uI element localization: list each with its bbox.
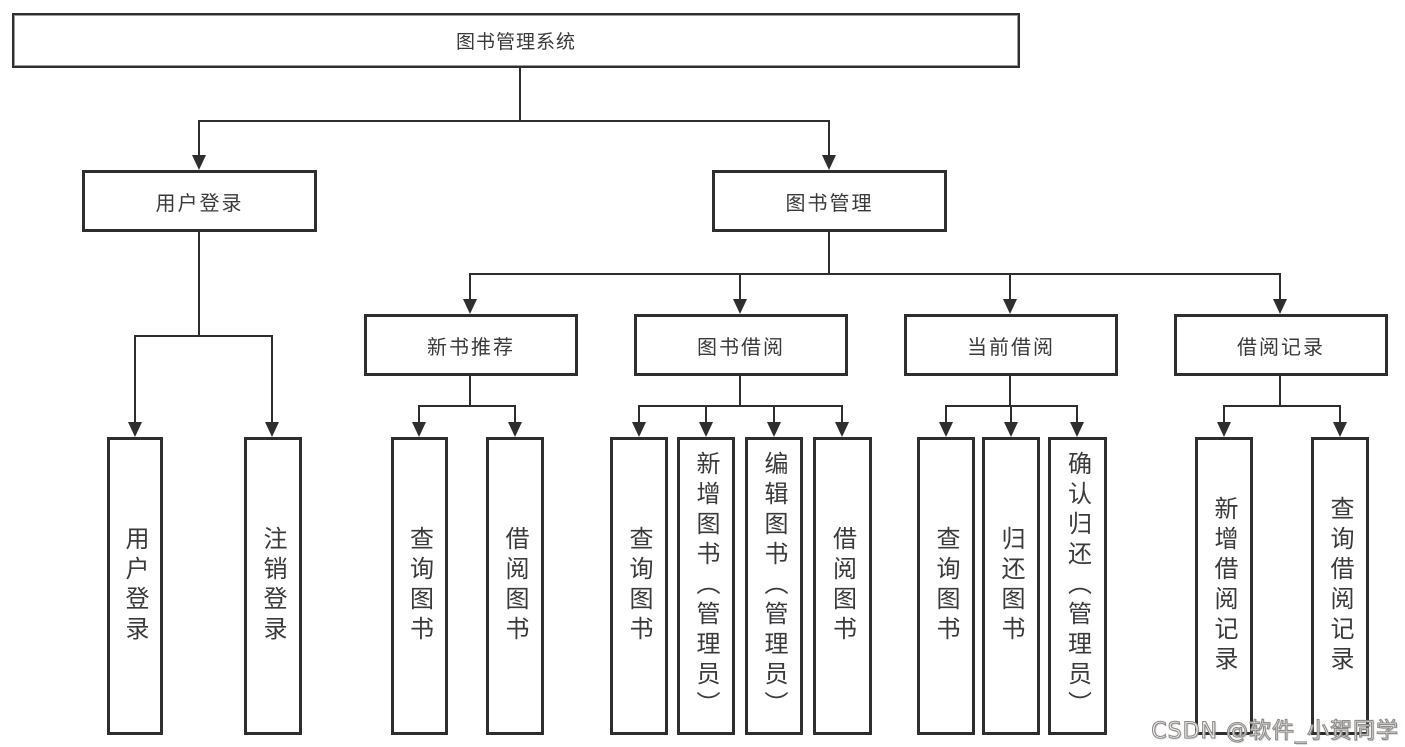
connector-vline bbox=[1279, 376, 1281, 405]
connector-vline bbox=[1279, 273, 1281, 300]
node-leaf-cb-query-books: 查询图书 bbox=[917, 437, 975, 735]
node-leaf-bw-query-books: 查询图书 bbox=[610, 437, 668, 735]
arrow-down bbox=[265, 422, 279, 437]
node-leaf-bw-edit-books-admin: 编辑图书（管理员） bbox=[745, 437, 803, 735]
connector-vline bbox=[945, 405, 947, 423]
arrow-down bbox=[1003, 299, 1017, 314]
connector-vline bbox=[271, 335, 273, 423]
arrow-down bbox=[1070, 422, 1084, 437]
arrow-down bbox=[822, 155, 836, 170]
connector-vline bbox=[773, 405, 775, 423]
connector-vline bbox=[198, 120, 200, 157]
connector-hline bbox=[198, 120, 830, 122]
connector-vline bbox=[418, 405, 420, 423]
node-book-borrowing: 图书借阅 bbox=[634, 314, 848, 376]
node-leaf-bw-borrow-books: 借阅图书 bbox=[813, 437, 872, 735]
arrow-down bbox=[699, 422, 713, 437]
connector-vline bbox=[638, 405, 640, 423]
node-borrowing-records: 借阅记录 bbox=[1174, 314, 1388, 376]
arrow-down bbox=[508, 422, 522, 437]
connector-hline bbox=[418, 405, 515, 407]
arrow-down bbox=[463, 299, 477, 314]
node-leaf-rc-query-record: 查询借阅记录 bbox=[1311, 437, 1369, 735]
arrow-down bbox=[1217, 422, 1231, 437]
node-leaf-bw-add-books-admin: 新增图书（管理员） bbox=[677, 437, 735, 735]
arrow-down bbox=[128, 422, 142, 437]
arrow-down bbox=[939, 422, 953, 437]
connector-vline bbox=[134, 335, 136, 423]
node-leaf-cb-return-books: 归还图书 bbox=[982, 437, 1040, 735]
arrow-down bbox=[412, 422, 426, 437]
arrow-down bbox=[835, 422, 849, 437]
node-leaf-nb-borrow-books: 借阅图书 bbox=[486, 437, 544, 735]
node-leaf-rc-add-record: 新增借阅记录 bbox=[1195, 437, 1253, 735]
arrow-down bbox=[632, 422, 646, 437]
arrow-down bbox=[192, 155, 206, 170]
arrow-down bbox=[767, 422, 781, 437]
connector-vline bbox=[739, 376, 741, 405]
node-new-book-recommendation: 新书推荐 bbox=[364, 314, 578, 376]
arrow-down bbox=[1333, 422, 1347, 437]
node-user-login: 用户登录 bbox=[82, 170, 317, 232]
csdn-watermark: CSDN @软件_小贺同学 bbox=[1151, 718, 1399, 744]
connector-vline bbox=[1010, 405, 1012, 423]
connector-hline bbox=[134, 335, 273, 337]
connector-vline bbox=[1223, 405, 1225, 423]
connector-vline bbox=[841, 405, 843, 423]
connector-vline bbox=[1339, 405, 1341, 423]
connector-vline bbox=[198, 232, 200, 335]
connector-vline bbox=[739, 273, 741, 300]
connector-hline bbox=[1223, 405, 1341, 407]
arrow-down bbox=[733, 299, 747, 314]
node-current-borrowing: 当前借阅 bbox=[904, 314, 1118, 376]
connector-vline bbox=[519, 68, 521, 120]
arrow-down bbox=[1273, 299, 1287, 314]
connector-vline bbox=[1076, 405, 1078, 423]
connector-vline bbox=[705, 405, 707, 423]
arrow-down bbox=[1004, 422, 1018, 437]
connector-vline bbox=[1009, 376, 1011, 405]
connector-vline bbox=[514, 405, 516, 423]
node-library-management-system: 图书管理系统 bbox=[12, 13, 1020, 68]
node-leaf-cb-confirm-return-admin: 确认归还（管理员） bbox=[1048, 437, 1107, 735]
node-leaf-nb-query-books: 查询图书 bbox=[391, 437, 448, 735]
connector-vline bbox=[469, 376, 471, 405]
connector-vline bbox=[828, 232, 830, 273]
node-book-management: 图书管理 bbox=[712, 170, 947, 232]
connector-vline bbox=[469, 273, 471, 300]
node-leaf-logout: 注销登录 bbox=[244, 437, 302, 735]
connector-vline bbox=[1009, 273, 1011, 300]
connector-vline bbox=[828, 120, 830, 157]
connector-hline bbox=[638, 405, 843, 407]
connector-hline bbox=[469, 273, 1281, 275]
node-leaf-user-login: 用户登录 bbox=[107, 437, 163, 735]
